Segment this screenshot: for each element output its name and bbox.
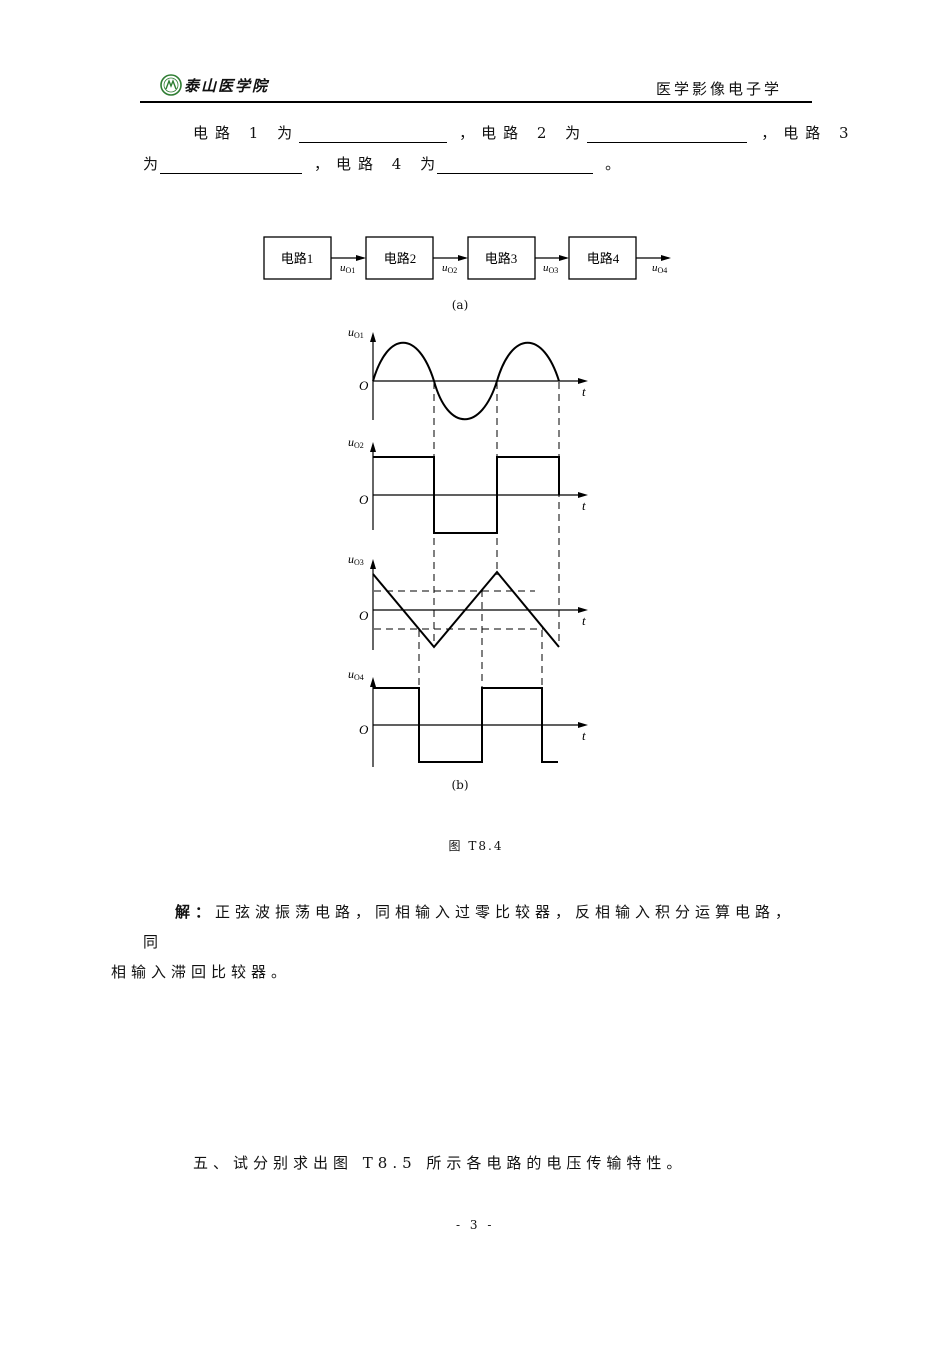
output-label-4: uO4 [652,262,667,275]
waveform-uo2 [373,456,560,534]
course-title: 医学影像电子学 [655,80,782,98]
answer-block: 解：正弦波振荡电路，同相输入过零比较器，反相输入积分运算电路，同 相输入滞回比较… [111,897,815,987]
origin-label-2: O [359,492,369,507]
answer-blank-1[interactable] [299,126,448,143]
block-label-3: 电路3 [485,251,518,266]
question-seg-5: ，电路 4 为 [314,155,443,173]
output-label-1: uO1 [340,262,355,275]
label-uo3: uO3 [348,552,364,567]
block-label-1: 电路1 [281,251,314,266]
label-uo4: uO4 [348,667,364,682]
answer-label: 解： [175,903,216,921]
origin-label-4: O [359,722,369,737]
header-rule [140,101,812,103]
answer-text-1: 正弦波振荡电路，同相输入过零比较器，反相输入积分运算电路，同 [143,903,796,951]
question-seg-4: 为 [143,155,166,173]
question-seg-2: ，电路 2 为 [459,124,588,142]
caption-a: (a) [451,298,469,312]
answer-blank-3[interactable] [160,157,303,174]
time-label-1: t [582,384,586,399]
label-uo1: uO1 [348,325,364,340]
waveform-diagram: uO1 uO2 uO3 uO4 O O O O t t t t [348,325,588,767]
answer-blank-2[interactable] [587,126,748,143]
page-number: - 3 - [456,1218,495,1232]
next-question: 五、试分别求出图 T8.5 所示各电路的电压传输特性。 [193,1154,687,1172]
origin-label-3: O [359,608,369,623]
time-label-4: t [582,728,586,743]
answer-blank-4[interactable] [437,157,594,174]
waveform-uo1 [372,341,560,421]
origin-label-1: O [359,378,369,393]
caption-b: (b) [451,778,469,792]
answer-text-2: 相输入滞回比较器。 [111,963,292,981]
question-line-2: 为 ，电路 4 为 。 [143,153,627,174]
block-diagram: 电路1 电路2 电路3 电路4 uO1 uO2 uO3 uO4 [263,236,671,280]
question-seg-6: 。 [605,155,628,173]
output-label-3: uO3 [543,262,558,275]
time-label-3: t [582,613,586,628]
header-school: 泰山医学院 [160,70,269,100]
question-line-1: 电路 1 为 ，电路 2 为 ，电路 3 [193,122,856,143]
block-label-4: 电路4 [587,251,620,266]
school-name: 泰山医学院 [184,76,270,95]
question-seg-3: ，电路 3 [761,124,856,142]
school-logo-icon [160,74,182,96]
waveform-uo3 [372,570,560,649]
block-label-2: 电路2 [384,251,417,266]
waveform-uo4 [373,687,558,763]
output-label-2: uO2 [442,262,457,275]
question-seg-1: 电路 1 为 [193,124,300,142]
figure-title: 图 T8.4 [448,839,504,853]
label-uo2: uO2 [348,435,364,450]
time-label-2: t [582,498,586,513]
